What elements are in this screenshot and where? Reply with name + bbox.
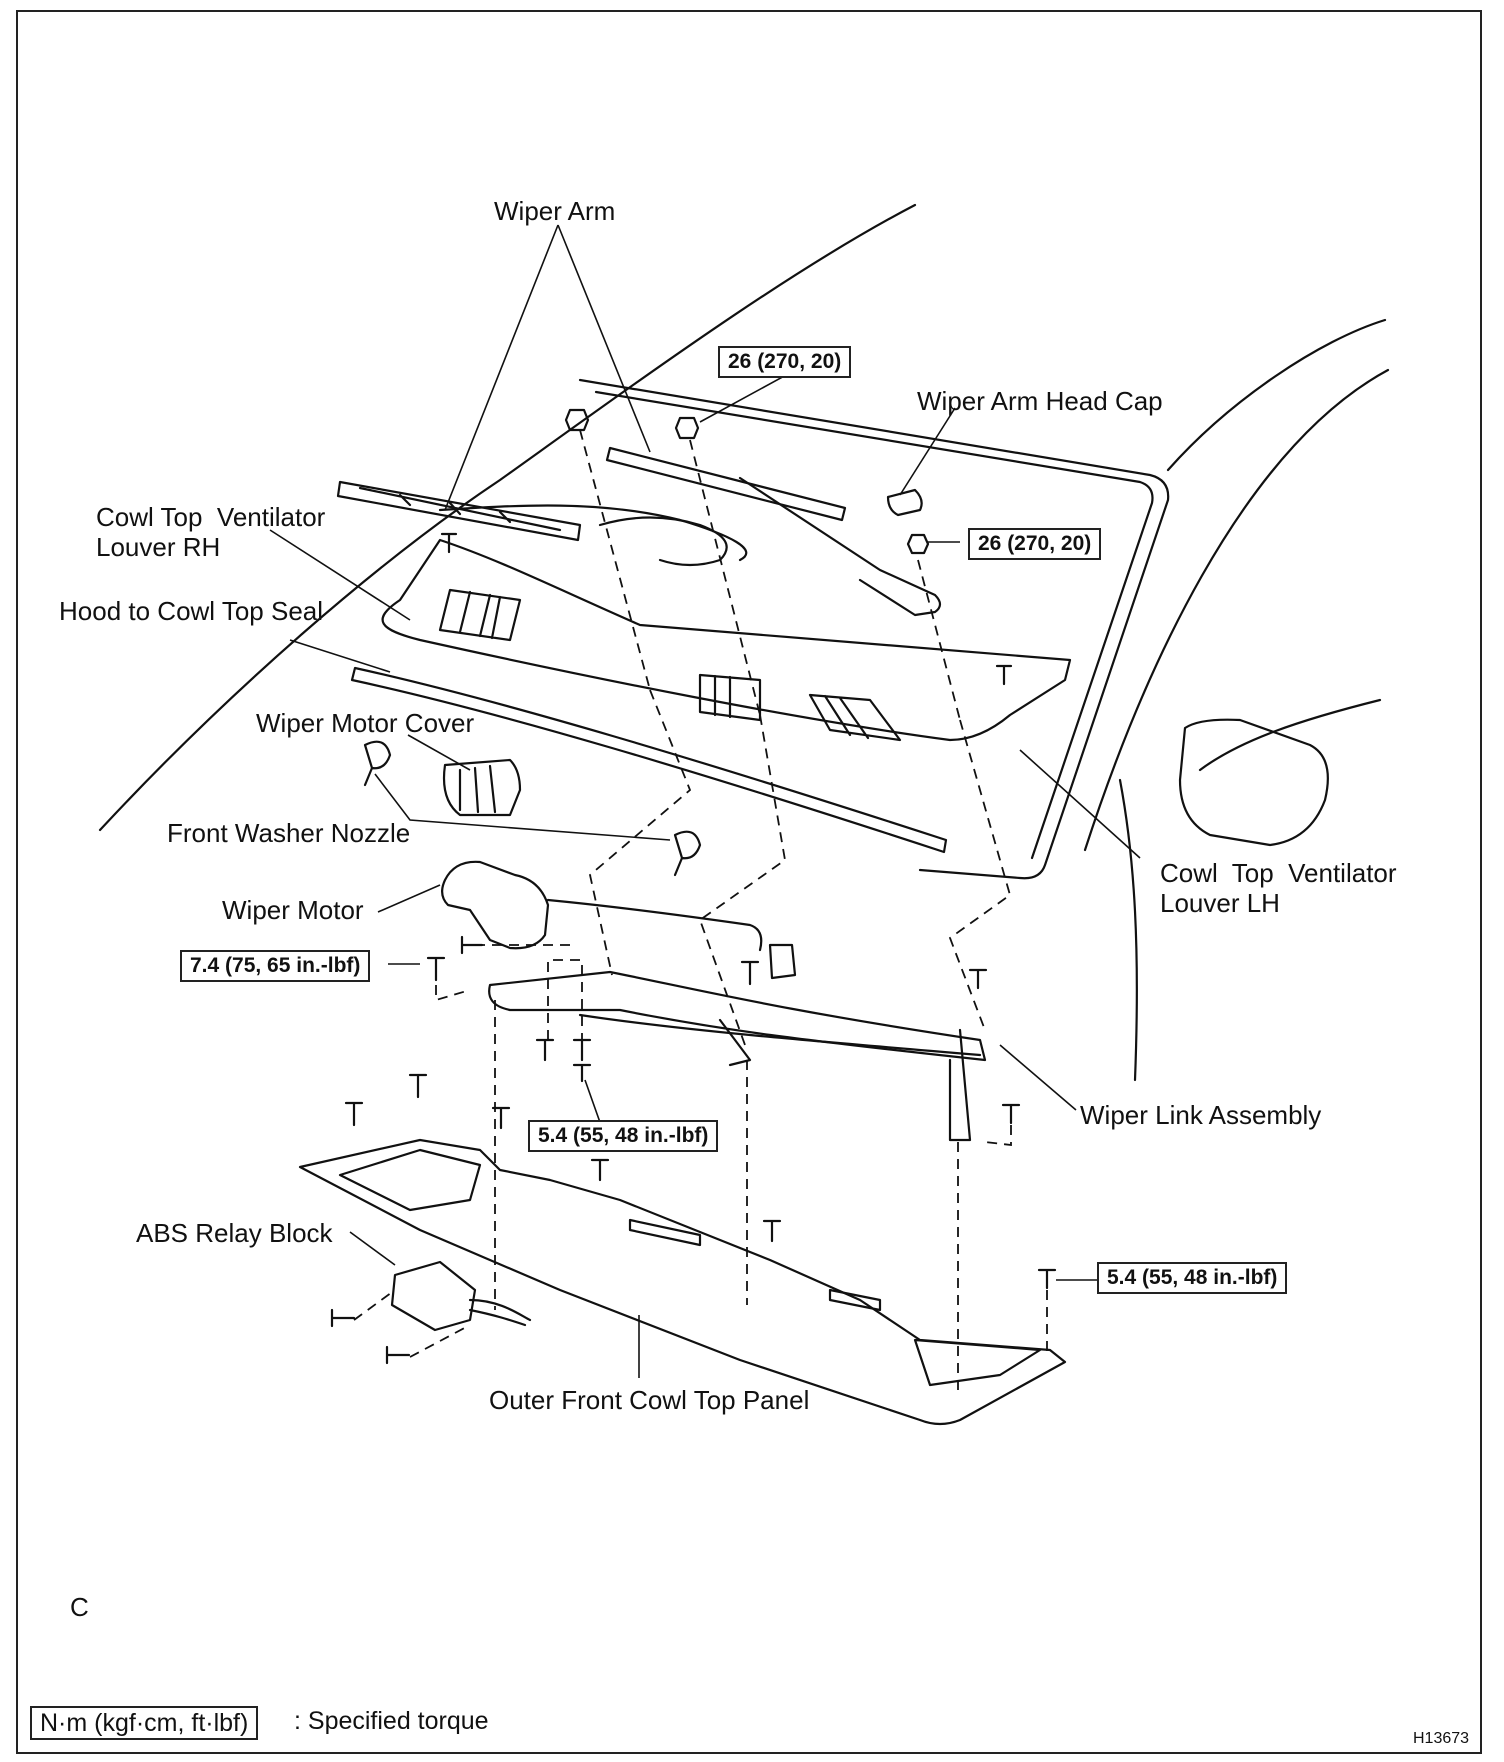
legend-text: : Specified torque	[294, 1707, 489, 1735]
torque-box-arm-nut-top: 26 (270, 20)	[718, 346, 852, 378]
diagram-frame	[16, 10, 1482, 1754]
label-cowl-top-ventilator-louver-rh: Cowl Top Ventilator Louver RH	[96, 502, 326, 562]
washer-nozzle-lh	[673, 830, 702, 877]
label-hood-to-cowl-top-seal: Hood to Cowl Top Seal	[59, 596, 324, 626]
arm-nut-lh	[674, 416, 700, 440]
outer-cowl-panel	[298, 1138, 1067, 1426]
wiper-blade-rh	[336, 480, 582, 542]
wiper-motor-part	[441, 860, 550, 950]
torque-box-panel-bolt: 5.4 (55, 48 in.-lbf)	[1097, 1262, 1288, 1294]
door-edge	[1118, 778, 1138, 1082]
torque-box-motor-bolt: 7.4 (75, 65 in.-lbf)	[180, 950, 371, 982]
abs-relay-block-part	[390, 1260, 477, 1332]
label-abs-relay-block: ABS Relay Block	[136, 1218, 333, 1248]
windshield-frame	[578, 378, 1170, 880]
figure-code: H13673	[1413, 1730, 1470, 1747]
arm-nut-rh	[564, 408, 590, 432]
label-cowl-top-ventilator-louver-lh: Cowl Top Ventilator Louver LH	[1160, 858, 1397, 918]
wiper-arm-head-cap-part	[886, 488, 923, 517]
wiper-motor-cover-part	[442, 758, 522, 817]
body-line	[1198, 698, 1382, 772]
a-pillar	[1166, 318, 1387, 472]
side-mirror	[1178, 718, 1329, 847]
wiper-blade-lh	[605, 446, 847, 522]
cowl-louver	[381, 538, 1072, 742]
windshield-inner	[594, 390, 1154, 860]
wiper-arm-lh	[738, 476, 942, 617]
torque-box-arm-nut-head: 26 (270, 20)	[968, 528, 1102, 560]
hood-outline	[98, 203, 917, 832]
washer-nozzle-rh	[363, 740, 392, 787]
label-outer-front-cowl-top-panel: Outer Front Cowl Top Panel	[489, 1385, 810, 1415]
label-wiper-arm-head-cap: Wiper Arm Head Cap	[917, 386, 1163, 416]
hood-seal	[350, 666, 948, 854]
torque-box-link-bolt: 5.4 (55, 48 in.-lbf)	[528, 1120, 719, 1152]
legend-unit-box: N·m (kgf·cm, ft·lbf)	[30, 1706, 259, 1740]
label-wiper-link-assembly: Wiper Link Assembly	[1080, 1100, 1322, 1130]
motor-connector	[768, 943, 797, 980]
corner-letter: C	[70, 1592, 89, 1622]
label-wiper-arm: Wiper Arm	[494, 196, 616, 226]
wiper-link-part	[488, 970, 987, 1062]
arm-nut-head	[906, 533, 930, 555]
label-wiper-motor: Wiper Motor	[222, 895, 364, 925]
a-pillar-inner	[1083, 368, 1390, 852]
label-wiper-motor-cover: Wiper Motor Cover	[256, 708, 475, 738]
label-front-washer-nozzle: Front Washer Nozzle	[167, 818, 411, 848]
wiper-arm-rh	[438, 504, 748, 562]
